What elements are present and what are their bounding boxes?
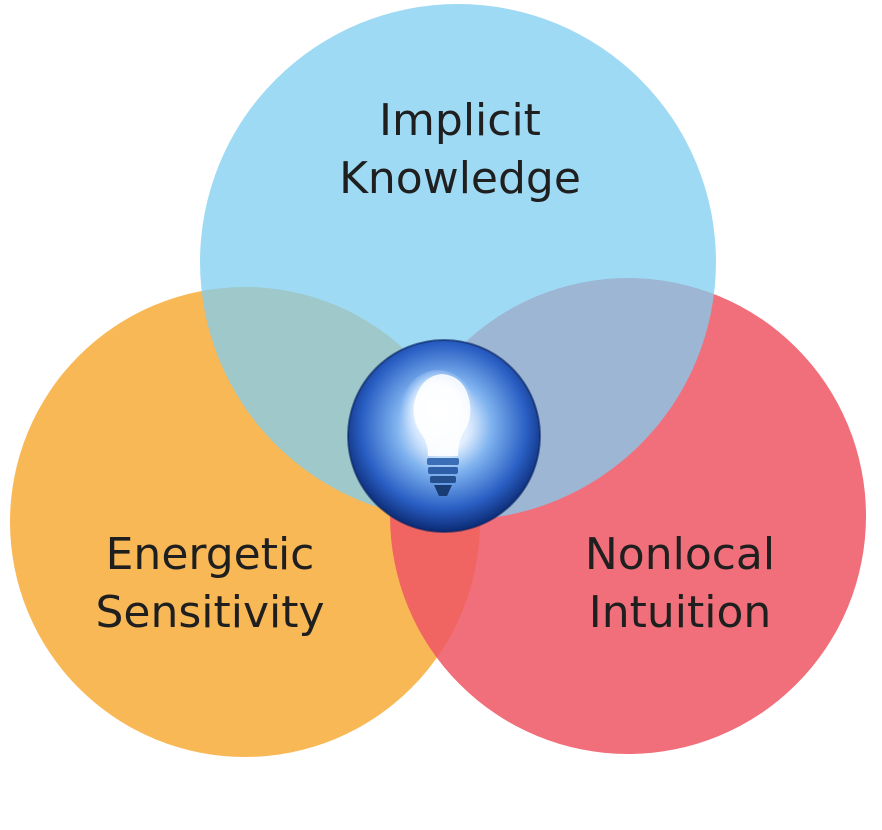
label-implicit-knowledge: Implicit Knowledge [290,92,630,208]
label-nonlocal-intuition: Nonlocal Intuition [510,526,850,642]
circle-implicit [200,4,716,520]
label-implicit-line1: Implicit [379,95,541,146]
label-energetic-sensitivity: Energetic Sensitivity [40,526,380,642]
label-nonlocal-line2: Intuition [588,587,772,638]
label-energetic-line2: Sensitivity [95,587,325,638]
label-implicit-line2: Knowledge [339,153,581,204]
label-nonlocal-line1: Nonlocal [584,529,776,580]
label-energetic-line1: Energetic [105,529,315,580]
lightbulb-icon [347,339,541,533]
